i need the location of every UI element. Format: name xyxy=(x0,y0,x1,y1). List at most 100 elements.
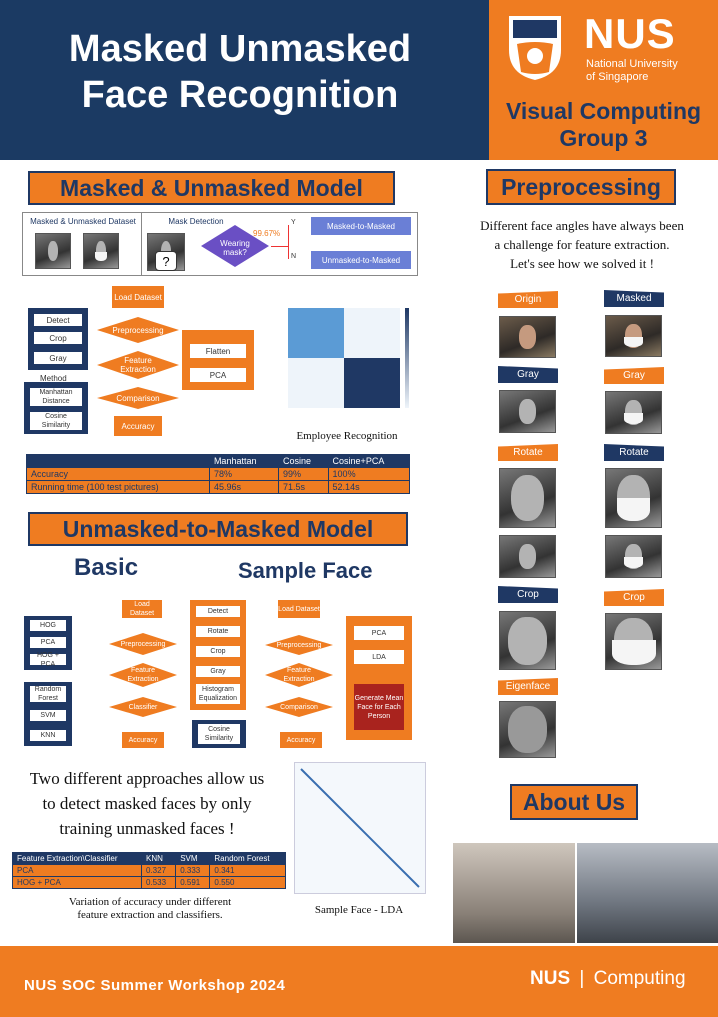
table-cell: 0.550 xyxy=(209,876,286,889)
mid-gray: Gray xyxy=(196,666,240,677)
tag-crop-right: Crop xyxy=(604,589,664,606)
table-header-cell: Cosine+PCA xyxy=(327,454,411,468)
approach-statement: Two different approaches allow us to det… xyxy=(6,766,288,841)
image-gray-left xyxy=(499,390,556,433)
cm-cell-1 xyxy=(288,308,344,358)
table2-caption-line-1: Variation of accuracy under different xyxy=(68,896,232,908)
team-photo-1 xyxy=(453,843,575,943)
sample-pca: PCA xyxy=(354,626,404,640)
sample-comparison-diamond xyxy=(265,697,333,717)
flow-preprocessing-diamond xyxy=(97,317,179,343)
table2-caption: Variation of accuracy under different fe… xyxy=(20,896,280,922)
preprocessing-description: Different face angles have always been a… xyxy=(446,216,718,273)
table-cell: Running time (100 test pictures) xyxy=(26,480,210,494)
basic-heading: Basic xyxy=(74,554,139,581)
sample-face-heading: Sample Face xyxy=(238,558,373,583)
confidence-label: 99.67% xyxy=(253,229,281,238)
tag-origin: Origin xyxy=(498,291,558,308)
section2-results-table: Feature Extraction\Classifier KNN SVM Ra… xyxy=(12,852,286,889)
mid-cosine: Cosine Similarity xyxy=(198,724,240,744)
table-header-row: Manhattan Cosine Cosine+PCA xyxy=(26,454,411,468)
basic-svm: SVM xyxy=(30,710,66,721)
group-title: Visual Computing Group 3 xyxy=(489,98,718,152)
statement-line-2: to detect masked faces by only xyxy=(42,794,252,813)
nus-panel: NUS National University of Singapore Vis… xyxy=(489,0,718,160)
table-cell: 0.591 xyxy=(175,876,211,889)
basic-pca: PCA xyxy=(30,637,66,648)
basic-preproc-label: Preprocessing xyxy=(120,640,166,648)
yes-label: Y xyxy=(291,219,296,226)
mid-detect: Detect xyxy=(196,606,240,617)
sample-accuracy: Accuracy xyxy=(280,732,322,748)
split-vertical xyxy=(288,225,289,259)
sample-preproc-label: Preprocessing xyxy=(276,641,322,649)
cm-cell-3 xyxy=(288,358,344,408)
divider xyxy=(141,213,142,275)
team-photo-2 xyxy=(577,843,718,943)
image-detected-right xyxy=(605,535,662,578)
sample-feature-label: Feature Extraction xyxy=(283,667,315,683)
sample-lda: LDA xyxy=(354,650,404,664)
flow-comparison-label: Comparison xyxy=(116,393,160,403)
poster-footer: NUS SOC Summer Workshop 2024 NUS | Compu… xyxy=(0,946,718,1017)
table-header-row: Feature Extraction\Classifier KNN SVM Ra… xyxy=(12,852,286,865)
split-line xyxy=(271,246,289,247)
table-header-cell: SVM xyxy=(175,852,211,865)
method-label: Method xyxy=(40,374,67,383)
masked-flowchart: Load Dataset Preprocessing Feature Extra… xyxy=(22,286,262,436)
no-label: N xyxy=(291,253,297,260)
table-cell: 99% xyxy=(277,467,329,481)
question-icon: ? xyxy=(155,251,177,271)
step-detect: Detect xyxy=(34,314,82,326)
table-row: Running time (100 test pictures) 45.96s … xyxy=(26,480,411,494)
mid-rotate: Rotate xyxy=(196,626,240,637)
table-cell: 0.333 xyxy=(175,864,211,877)
sample-preproc-diamond xyxy=(265,635,333,655)
image-rotate-left xyxy=(499,468,556,528)
image-eigenface xyxy=(499,701,556,758)
masked-to-masked-box: Masked-to-Masked xyxy=(311,217,411,235)
statement-line-3: training unmasked faces ! xyxy=(59,819,235,838)
basic-knn: KNN xyxy=(30,730,66,741)
sample-generate-mean-face: Generate Mean Face for Each Person xyxy=(354,684,404,730)
employee-caption: Employee Recognition xyxy=(296,430,398,442)
table-header-cell xyxy=(26,454,210,468)
dataset-label: Masked & Unmasked Dataset xyxy=(30,217,136,226)
method-manhattan: Manhattan Distance xyxy=(30,388,82,406)
table-cell: 78% xyxy=(208,467,279,481)
title-line-1: Masked Unmasked xyxy=(68,28,412,70)
basic-load: Load Dataset xyxy=(122,600,162,618)
tag-gray-right: Gray xyxy=(604,367,664,384)
sample-face-lda-matrix xyxy=(294,762,426,894)
footer-logo-nus: NUS xyxy=(530,968,571,989)
tag-rotate-left: Rotate xyxy=(498,444,558,461)
nus-computing-logo: NUS | Computing xyxy=(530,968,686,990)
footer-logo-divider: | xyxy=(579,968,585,989)
group-line-1: Visual Computing xyxy=(505,98,702,124)
nus-subtitle: National University of Singapore xyxy=(586,58,678,84)
basic-classifier-diamond xyxy=(109,697,177,717)
preprocessing-title: Preprocessing xyxy=(486,169,676,205)
table-header-cell: KNN xyxy=(140,852,177,865)
flow-load-dataset: Load Dataset xyxy=(112,286,164,308)
statement-line-1: Two different approaches allow us xyxy=(29,769,265,788)
sample-comparison-label: Comparison xyxy=(280,703,318,711)
table-cell: 100% xyxy=(327,467,411,481)
step-crop: Crop xyxy=(34,332,82,344)
table-cell: 0.533 xyxy=(140,876,177,889)
table-header-cell: Random Forest xyxy=(209,852,286,865)
nus-sub-line-2: of Singapore xyxy=(586,71,649,83)
employee-confusion-matrix xyxy=(284,300,414,420)
sample-load: Load Dataset xyxy=(278,600,320,618)
wearing-mask-label: Wearing mask? xyxy=(220,239,250,257)
tag-crop-left: Crop xyxy=(498,586,558,603)
dataset-face-unmasked xyxy=(35,233,71,269)
table-header-cell: Manhattan xyxy=(208,454,279,468)
section-unmasked-to-masked-title: Unmasked-to-Masked Model xyxy=(28,512,408,546)
flow-feature-label: Feature Extraction xyxy=(120,356,156,374)
table-row: HOG + PCA 0.533 0.591 0.550 xyxy=(12,876,286,889)
dataset-face-masked xyxy=(83,233,119,269)
title-line-2: Face Recognition xyxy=(81,74,399,116)
image-detected-left xyxy=(499,535,556,578)
basic-flowchart: Load Dataset Preprocessing Feature Extra… xyxy=(24,598,184,748)
